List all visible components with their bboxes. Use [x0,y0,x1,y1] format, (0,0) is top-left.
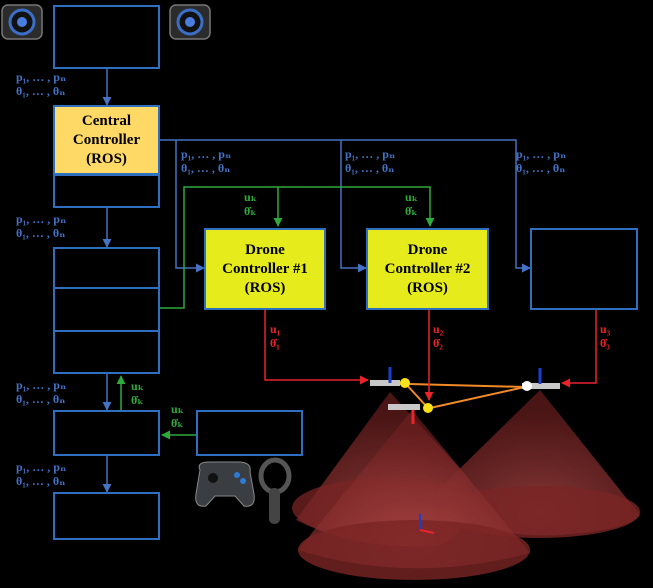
p-line: p₁, … , pₙ [16,212,67,226]
state-label-2: p₁, … , pₙ θ₁, … , θₙ [16,212,66,240]
frame-axes [419,514,435,534]
drone-controller-1-box: Drone Controller #1 (ROS) [204,228,326,310]
stack-box-3 [53,330,160,374]
p-line: p₁, … , pₙ [516,147,567,161]
state-label-1: p₁, … , pₙ θ₁, … , θₙ [16,70,66,98]
vr-controller-icon [258,457,292,524]
field-of-view-cones [292,390,640,580]
operator-box [53,410,160,456]
central-controller-box: Central Controller (ROS) [53,105,160,175]
theta-line: θ₁, … , θₙ [16,474,66,488]
thetadot-k: θ̇ₖ [131,393,144,407]
theta-line: θ₁, … , θₙ [345,161,395,175]
input-device-box [196,410,303,456]
gamepad-icon [195,461,255,507]
uk: uₖ [405,190,418,204]
uk: uₖ [131,379,144,393]
drone2-line-1: Drone [407,241,448,258]
state-label-5: p₁, … , pₙ θ₁, … , θₙ [181,147,231,175]
uk: uₖ [171,402,184,416]
p-line: p₁, … , pₙ [16,70,67,84]
blue-connectors [102,69,531,493]
state-label-7: p₁, … , pₙ θ₁, … , θₙ [516,147,566,175]
central-line-1: Central [81,112,132,129]
state-label-6: p₁, … , pₙ θ₁, … , θₙ [345,147,395,175]
drone2-line-3: (ROS) [407,279,448,296]
thetadot-k: θ̇ₖ [171,416,184,430]
green-connectors [116,186,435,440]
u3: u₃ [600,322,611,336]
thetadot-3: θ̇₃ [600,336,610,350]
camera-icon [169,4,211,40]
drone1-output-label: u₁ θ̇₁ [270,322,280,350]
p-line: p₁, … , pₙ [181,147,232,161]
central-line-3: (ROS) [86,150,127,167]
state-label-4: p₁, … , pₙ θ₁, … , θₙ [16,460,66,488]
drone-icon [522,368,560,391]
output-box [53,492,160,540]
drone-icon [370,367,410,388]
theta-line: θ₁, … , θₙ [516,161,566,175]
central-lower-box [53,174,160,208]
p-line: p₁, … , pₙ [16,460,67,474]
command-label-3: uₖ θ̇ₖ [131,379,144,407]
drones [369,367,560,424]
drone2-line-2: Controller #2 [384,260,471,277]
cone-drone-2-base [298,520,530,580]
p-line: p₁, … , pₙ [345,147,396,161]
drone-icon [388,403,433,424]
drone-controller-3-box [530,228,638,310]
theta-line: θ₁, … , θₙ [16,226,66,240]
drone2-output-label: u₂ θ̇₂ [433,322,443,350]
camera-system-box [53,5,160,69]
theta-line: θ₁, … , θₙ [181,161,231,175]
drone-controller-2-box: Drone Controller #2 (ROS) [366,228,489,310]
theta-line: θ₁, … , θₙ [16,392,66,406]
u1: u₁ [270,322,281,336]
p-line: p₁, … , pₙ [16,378,67,392]
uk: uₖ [244,190,257,204]
stack-box-2 [53,287,160,332]
central-line-2: Controller [72,131,141,148]
drone1-line-1: Drone [245,241,285,258]
red-connectors [264,309,597,401]
camera-icon [1,4,43,40]
stack-box-1 [53,247,160,289]
drone1-line-2: Controller #1 [222,260,308,277]
command-label-1: uₖ θ̇ₖ [244,190,257,218]
command-label-2: uₖ θ̇ₖ [405,190,418,218]
thetadot-k: θ̇ₖ [244,204,257,218]
command-label-4: uₖ θ̇ₖ [171,402,184,430]
thetadot-2: θ̇₂ [433,336,443,350]
u2: u₂ [433,322,444,336]
thetadot-k: θ̇ₖ [405,204,418,218]
theta-line: θ₁, … , θₙ [16,84,66,98]
thetadot-1: θ̇₁ [270,336,280,350]
drone3-output-label: u₃ θ̇₃ [600,322,610,350]
state-label-3: p₁, … , pₙ θ₁, … , θₙ [16,378,66,406]
drone1-line-3: (ROS) [244,279,286,296]
